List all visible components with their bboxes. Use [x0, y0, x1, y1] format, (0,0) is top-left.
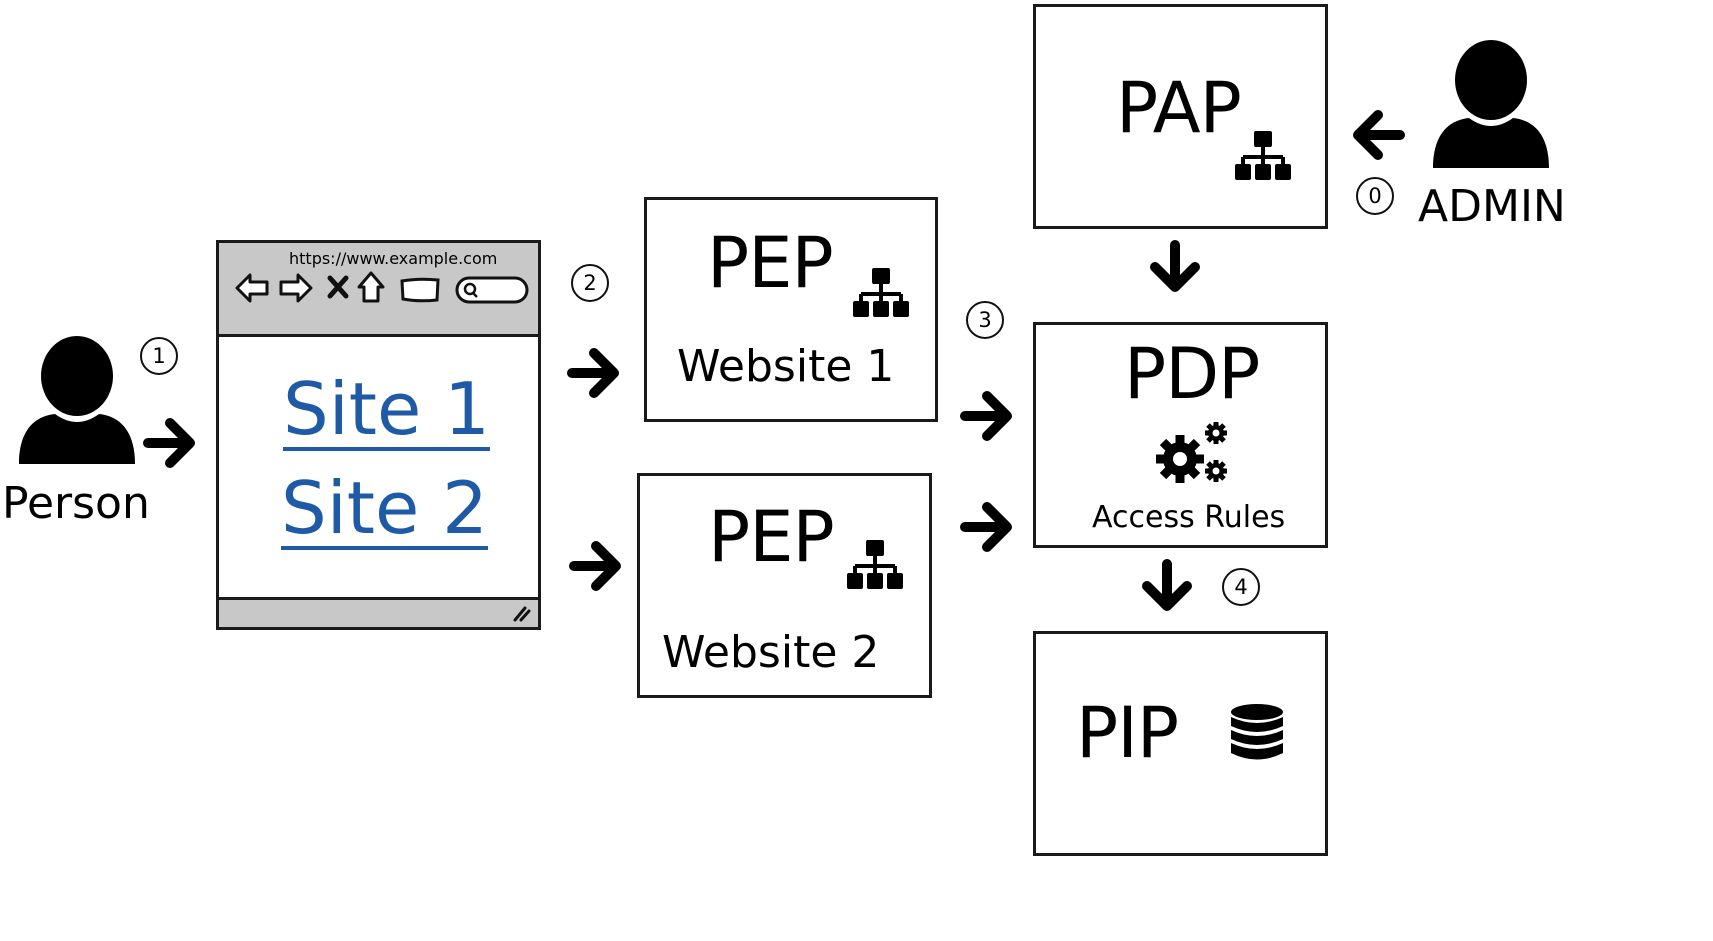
- pap-title: PAP: [1116, 67, 1242, 149]
- browser-toolbar: https://www.example.com: [219, 243, 538, 337]
- pep-1-title: PEP: [707, 222, 834, 304]
- step-4-badge: 4: [1222, 568, 1260, 606]
- pap-box: PAP: [1033, 4, 1328, 229]
- step-1-badge: 1: [140, 337, 178, 375]
- hierarchy-icon: [1233, 129, 1293, 182]
- browser-statusbar: [219, 597, 538, 627]
- forward-icon[interactable]: [279, 273, 313, 303]
- arrow-icon: [1356, 110, 1406, 160]
- site-2-link[interactable]: Site 2: [281, 466, 488, 550]
- site-1-link[interactable]: Site 1: [283, 367, 490, 451]
- pep-website-1-box: PEP Website 1: [644, 197, 938, 422]
- pdp-subtitle: Access Rules: [1092, 500, 1286, 535]
- stop-icon[interactable]: [327, 275, 349, 299]
- gears-icon: [1156, 422, 1227, 483]
- resize-handle-icon[interactable]: [513, 606, 531, 622]
- database-icon: [1231, 704, 1283, 760]
- arrow-icon: [1142, 564, 1192, 614]
- pip-title: PIP: [1076, 692, 1179, 774]
- pep-1-subtitle: Website 1: [677, 341, 895, 392]
- hierarchy-icon: [851, 266, 911, 319]
- admin-user-icon: [1433, 40, 1549, 168]
- step-2-badge: 2: [571, 264, 609, 302]
- admin-label: ADMIN: [1418, 181, 1566, 232]
- browser-window: https://www.example.com Site 1 Site 2: [216, 240, 541, 630]
- arrow-icon: [574, 541, 624, 591]
- home-icon[interactable]: [357, 271, 385, 303]
- step-3-badge: 3: [966, 301, 1004, 339]
- pep-website-2-box: PEP Website 2: [637, 473, 932, 698]
- search-icon[interactable]: [455, 276, 529, 304]
- arrow-icon: [148, 418, 198, 468]
- pdp-box: PDP Access Rules: [1033, 322, 1328, 548]
- arrow-icon: [572, 348, 622, 398]
- pip-box: PIP: [1033, 631, 1328, 856]
- person-label: Person: [2, 478, 150, 529]
- pep-2-subtitle: Website 2: [662, 627, 880, 678]
- pep-2-title: PEP: [708, 496, 835, 578]
- pdp-title: PDP: [1124, 333, 1260, 415]
- hierarchy-icon: [845, 538, 905, 591]
- arrow-icon: [965, 502, 1015, 552]
- person-user-icon: [19, 336, 135, 464]
- arrow-icon: [1150, 245, 1200, 295]
- step-0-badge: 0: [1356, 177, 1394, 215]
- back-icon[interactable]: [235, 273, 269, 303]
- browser-url: https://www.example.com: [289, 249, 498, 268]
- arrow-icon: [965, 391, 1015, 441]
- tab-icon[interactable]: [399, 277, 441, 303]
